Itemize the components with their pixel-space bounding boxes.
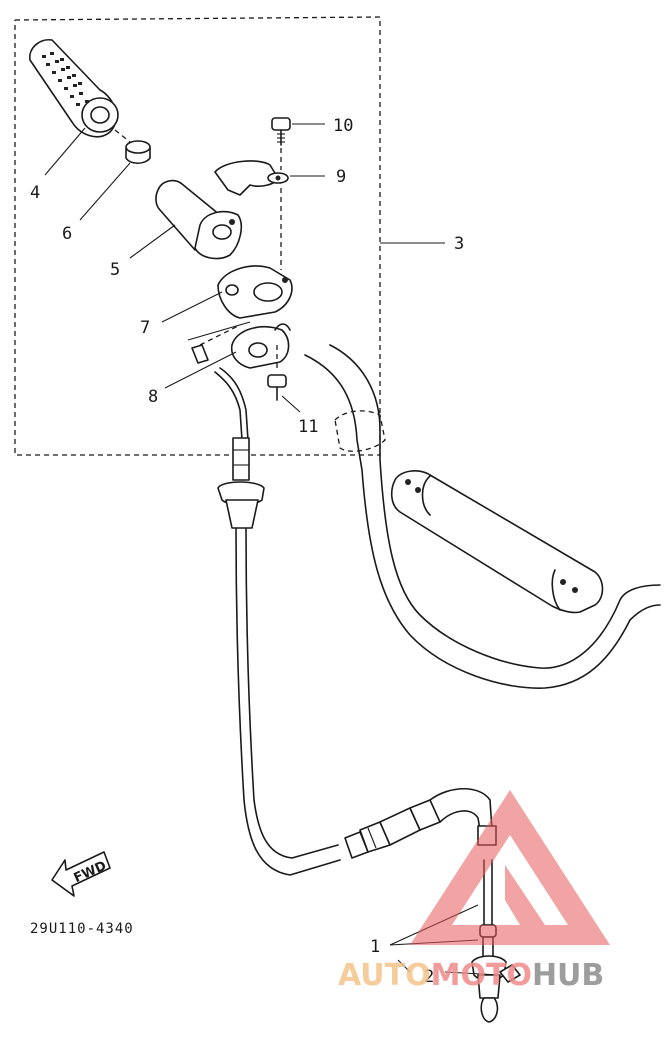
leader-7 <box>161 291 223 323</box>
leader-6 <box>79 162 131 221</box>
screw-part-11 <box>267 374 287 401</box>
svg-text:AUTOMOTOHUB: AUTOMOTOHUB <box>338 958 604 993</box>
upper-housing-part-7 <box>217 265 293 319</box>
callout-9: 9 <box>336 167 346 187</box>
callout-1: 1 <box>370 937 380 957</box>
callout-2: 2 <box>424 967 434 987</box>
callout-5: 5 <box>110 260 120 280</box>
callout-10: 10 <box>333 116 353 136</box>
grip-part-4 <box>29 38 119 138</box>
callout-3: 3 <box>454 234 464 254</box>
throttle-cable-part-1 <box>214 367 507 1023</box>
lower-housing-part-8 <box>230 323 291 369</box>
watermark-text: AUTOMOTOHUB <box>338 958 604 993</box>
diagram-code: 29U110-4340 <box>30 921 134 937</box>
watermark-logo-icon <box>410 790 610 945</box>
screw-part-10 <box>271 117 291 146</box>
watermark-moto: MOTO <box>431 958 532 993</box>
guide-plate-part-9 <box>214 160 289 196</box>
throttle-tube-part-5 <box>155 179 242 260</box>
callout-4: 4 <box>30 183 40 203</box>
fwd-arrow-icon: FWD <box>51 851 111 897</box>
callout-7: 7 <box>140 318 150 338</box>
watermark-hub: HUB <box>532 958 604 993</box>
clip-part-2 <box>499 964 521 983</box>
handlebar <box>304 344 661 689</box>
leader-4 <box>44 127 86 176</box>
cap-part-6 <box>125 140 151 165</box>
leader-11 <box>281 395 301 413</box>
watermark-auto: AUTO <box>338 958 431 993</box>
callout-11: 11 <box>298 417 318 437</box>
callout-8: 8 <box>148 387 158 407</box>
callout-6: 6 <box>62 224 72 244</box>
leader-5 <box>129 224 176 259</box>
cable-adjuster <box>191 344 209 364</box>
leader-8 <box>164 351 237 389</box>
leader-2 <box>444 971 501 976</box>
